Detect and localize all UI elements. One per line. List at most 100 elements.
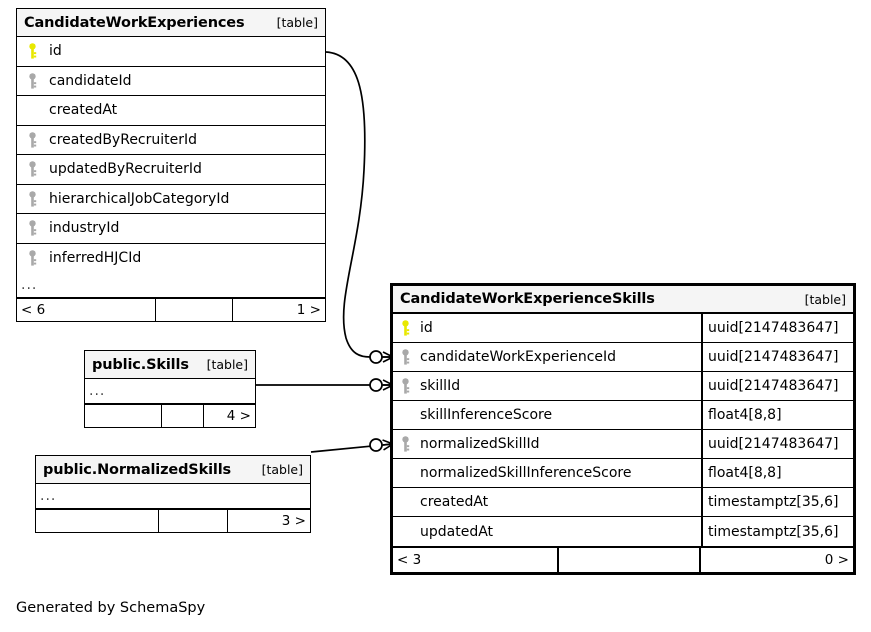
column-name: createdByRecruiterId [49,131,198,148]
column-name: hierarchicalJobCategoryId [49,190,230,207]
key-indicator-cell [393,314,418,342]
foreign-key-icon [28,190,36,207]
key-indicator-cell [393,517,418,546]
column-row[interactable]: industryId [17,214,325,244]
column-name: industryId [49,220,120,237]
column-row[interactable]: createdAt [17,96,325,126]
column-type: uuid[2147483647] [701,372,853,400]
key-indicator-cell [393,488,418,516]
column-name: createdAt [420,494,489,510]
footer-middle [162,405,204,427]
column-row[interactable]: id [17,37,325,67]
footer-parent-count[interactable]: < 6 [17,299,156,321]
column-row[interactable]: inferredHJCId [17,244,325,274]
column-name: inferredHJCId [49,250,142,267]
foreign-key-icon [28,220,36,236]
table-header: CandidateWorkExperienceSkills [table] [393,286,853,314]
column-row[interactable]: createdByRecruiterId [17,126,325,155]
table-title: CandidateWorkExperienceSkills [400,291,655,307]
foreign-key-icon [402,378,410,394]
footer-middle [559,548,702,572]
column-type: timestamptz[35,6] [701,488,853,516]
table-candidate-work-experience-skills[interactable]: CandidateWorkExperienceSkills [table] id… [390,283,856,575]
foreign-key-icon [402,349,410,365]
table-footer: 4 > [85,404,255,427]
key-indicator-cell [17,214,47,243]
column-type: float4[8,8] [701,401,853,429]
footer-middle [156,299,233,321]
foreign-key-icon [28,161,36,177]
key-indicator-cell [17,96,47,125]
column-name: id [49,43,62,60]
foreign-key-icon [28,131,36,148]
key-indicator-cell [17,185,47,214]
footer-parent-count[interactable] [36,510,160,532]
footer-child-count[interactable]: 0 > [824,552,849,568]
table-public-normalized-skills[interactable]: public.NormalizedSkills [table] ... 3 > [35,455,311,533]
table-title: public.Skills [92,356,189,373]
column-name: candidateWorkExperienceId [420,349,617,365]
column-row[interactable]: candidateId [17,67,325,96]
column-name: normalizedSkillInferenceScore [420,465,632,481]
column-row[interactable]: updatedAt timestamptz[35,6] [393,517,853,546]
column-row[interactable]: candidateWorkExperienceId uuid[2147483647… [393,343,853,372]
key-indicator-cell [393,459,418,487]
column-name: id [420,320,433,336]
table-candidate-work-experiences[interactable]: CandidateWorkExperiences [table] id candi… [16,8,326,322]
footer-child-count[interactable]: 3 > [281,513,306,529]
column-type: uuid[2147483647] [701,343,853,371]
primary-key-icon [402,320,410,336]
footer-parent-count[interactable]: < 3 [393,548,559,572]
key-indicator-cell [17,155,47,184]
table-type-tag: [table] [804,291,846,307]
table-title: CandidateWorkExperiences [24,14,245,31]
table-header: CandidateWorkExperiences [table] [17,9,325,37]
column-name: skillInferenceScore [420,407,553,423]
key-indicator-cell [17,67,47,96]
foreign-key-icon [402,436,410,452]
key-indicator-cell [393,372,418,400]
column-row[interactable]: skillId uuid[2147483647] [393,372,853,401]
column-row[interactable]: normalizedSkillId uuid[2147483647] [393,430,853,459]
column-row[interactable]: createdAt timestamptz[35,6] [393,488,853,517]
footer-child-count[interactable]: 4 > [226,408,251,424]
table-type-tag: [table] [206,357,248,372]
column-name: candidateId [49,72,132,89]
table-footer: < 6 1 > [17,298,325,321]
primary-key-icon [28,43,36,59]
column-name: skillId [420,378,461,394]
key-indicator-cell [17,126,47,155]
column-row[interactable]: skillInferenceScore float4[8,8] [393,401,853,430]
key-indicator-cell [393,401,418,429]
more-columns-indicator: ... [85,379,255,404]
more-columns-indicator: ... [36,484,310,509]
column-row[interactable]: updatedByRecruiterId [17,155,325,185]
table-type-tag: [table] [261,462,303,477]
footer-child-count[interactable]: 1 > [296,302,321,318]
connector-candidateWorkExperienceId [325,51,394,364]
footer-middle [159,510,228,532]
key-indicator-cell [17,244,47,274]
table-header: public.Skills [table] [85,351,255,379]
table-title: public.NormalizedSkills [43,461,232,478]
table-public-skills[interactable]: public.Skills [table] ... 4 > [84,350,256,428]
connector-skillId [256,378,394,392]
generator-credit: Generated by SchemaSpy [16,600,206,616]
column-row[interactable]: normalizedSkillInferenceScore float4[8,8] [393,459,853,488]
table-footer: 3 > [36,509,310,532]
column-type: float4[8,8] [701,459,853,487]
column-type: timestamptz[35,6] [701,517,853,546]
table-header: public.NormalizedSkills [table] [36,456,310,484]
table-type-tag: [table] [276,15,318,30]
foreign-key-icon [28,72,36,89]
key-indicator-cell [17,37,47,66]
column-name: updatedAt [420,523,494,540]
connector-normalizedSkillId [310,438,394,453]
table-footer: < 3 0 > [393,546,853,572]
column-row[interactable]: hierarchicalJobCategoryId [17,185,325,214]
footer-parent-count[interactable] [85,405,162,427]
column-type: uuid[2147483647] [701,430,853,458]
column-name: normalizedSkillId [420,436,540,452]
